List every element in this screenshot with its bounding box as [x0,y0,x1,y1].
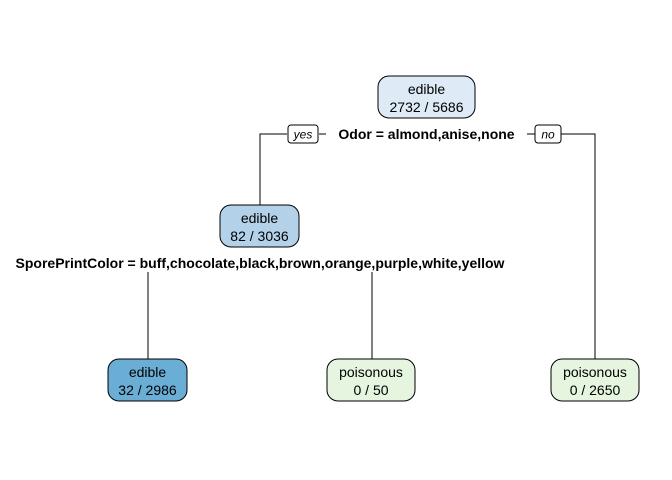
leaf-middle-node-class: poisonous [339,364,403,380]
leaf-left-node-count: 32 / 2986 [118,382,177,398]
leaf-right-node: poisonous 0 / 2650 [550,358,640,402]
leaf-left-node: edible 32 / 2986 [107,358,188,402]
leaf-right-node-class: poisonous [563,364,627,380]
tree-branches [147,133,596,360]
left-child-node: edible 82 / 3036 [219,204,300,248]
leaf-right-node-box [550,358,640,402]
root-node-count: 2732 / 5686 [390,99,464,115]
yes-label-box [287,124,319,144]
left-child-node-class: edible [241,210,279,226]
root-node-class: edible [408,81,446,97]
leaf-middle-node-count: 0 / 50 [353,382,388,398]
leaf-middle-node-box [326,358,416,402]
no-label-box [534,124,562,144]
leaf-right-node-count: 0 / 2650 [570,382,621,398]
root-node-box [377,75,476,119]
leaf-middle-node: poisonous 0 / 50 [326,358,416,402]
left-child-node-count: 82 / 3036 [230,228,289,244]
leaf-left-node-box [107,358,188,402]
yes-label: yes [293,128,313,142]
branch-root-no [527,133,596,360]
left-child-node-box [219,204,300,248]
root-node: edible 2732 / 5686 [377,75,476,119]
no-label: no [541,128,555,142]
leaf-left-node-class: edible [129,364,167,380]
root-split-condition: Odor = almond,anise,none [338,126,514,142]
left-split-condition: SporePrintColor = buff,chocolate,black,b… [16,255,505,271]
root-split: yes Odor = almond,anise,none no [287,124,562,144]
branch-root-yes [259,133,326,206]
